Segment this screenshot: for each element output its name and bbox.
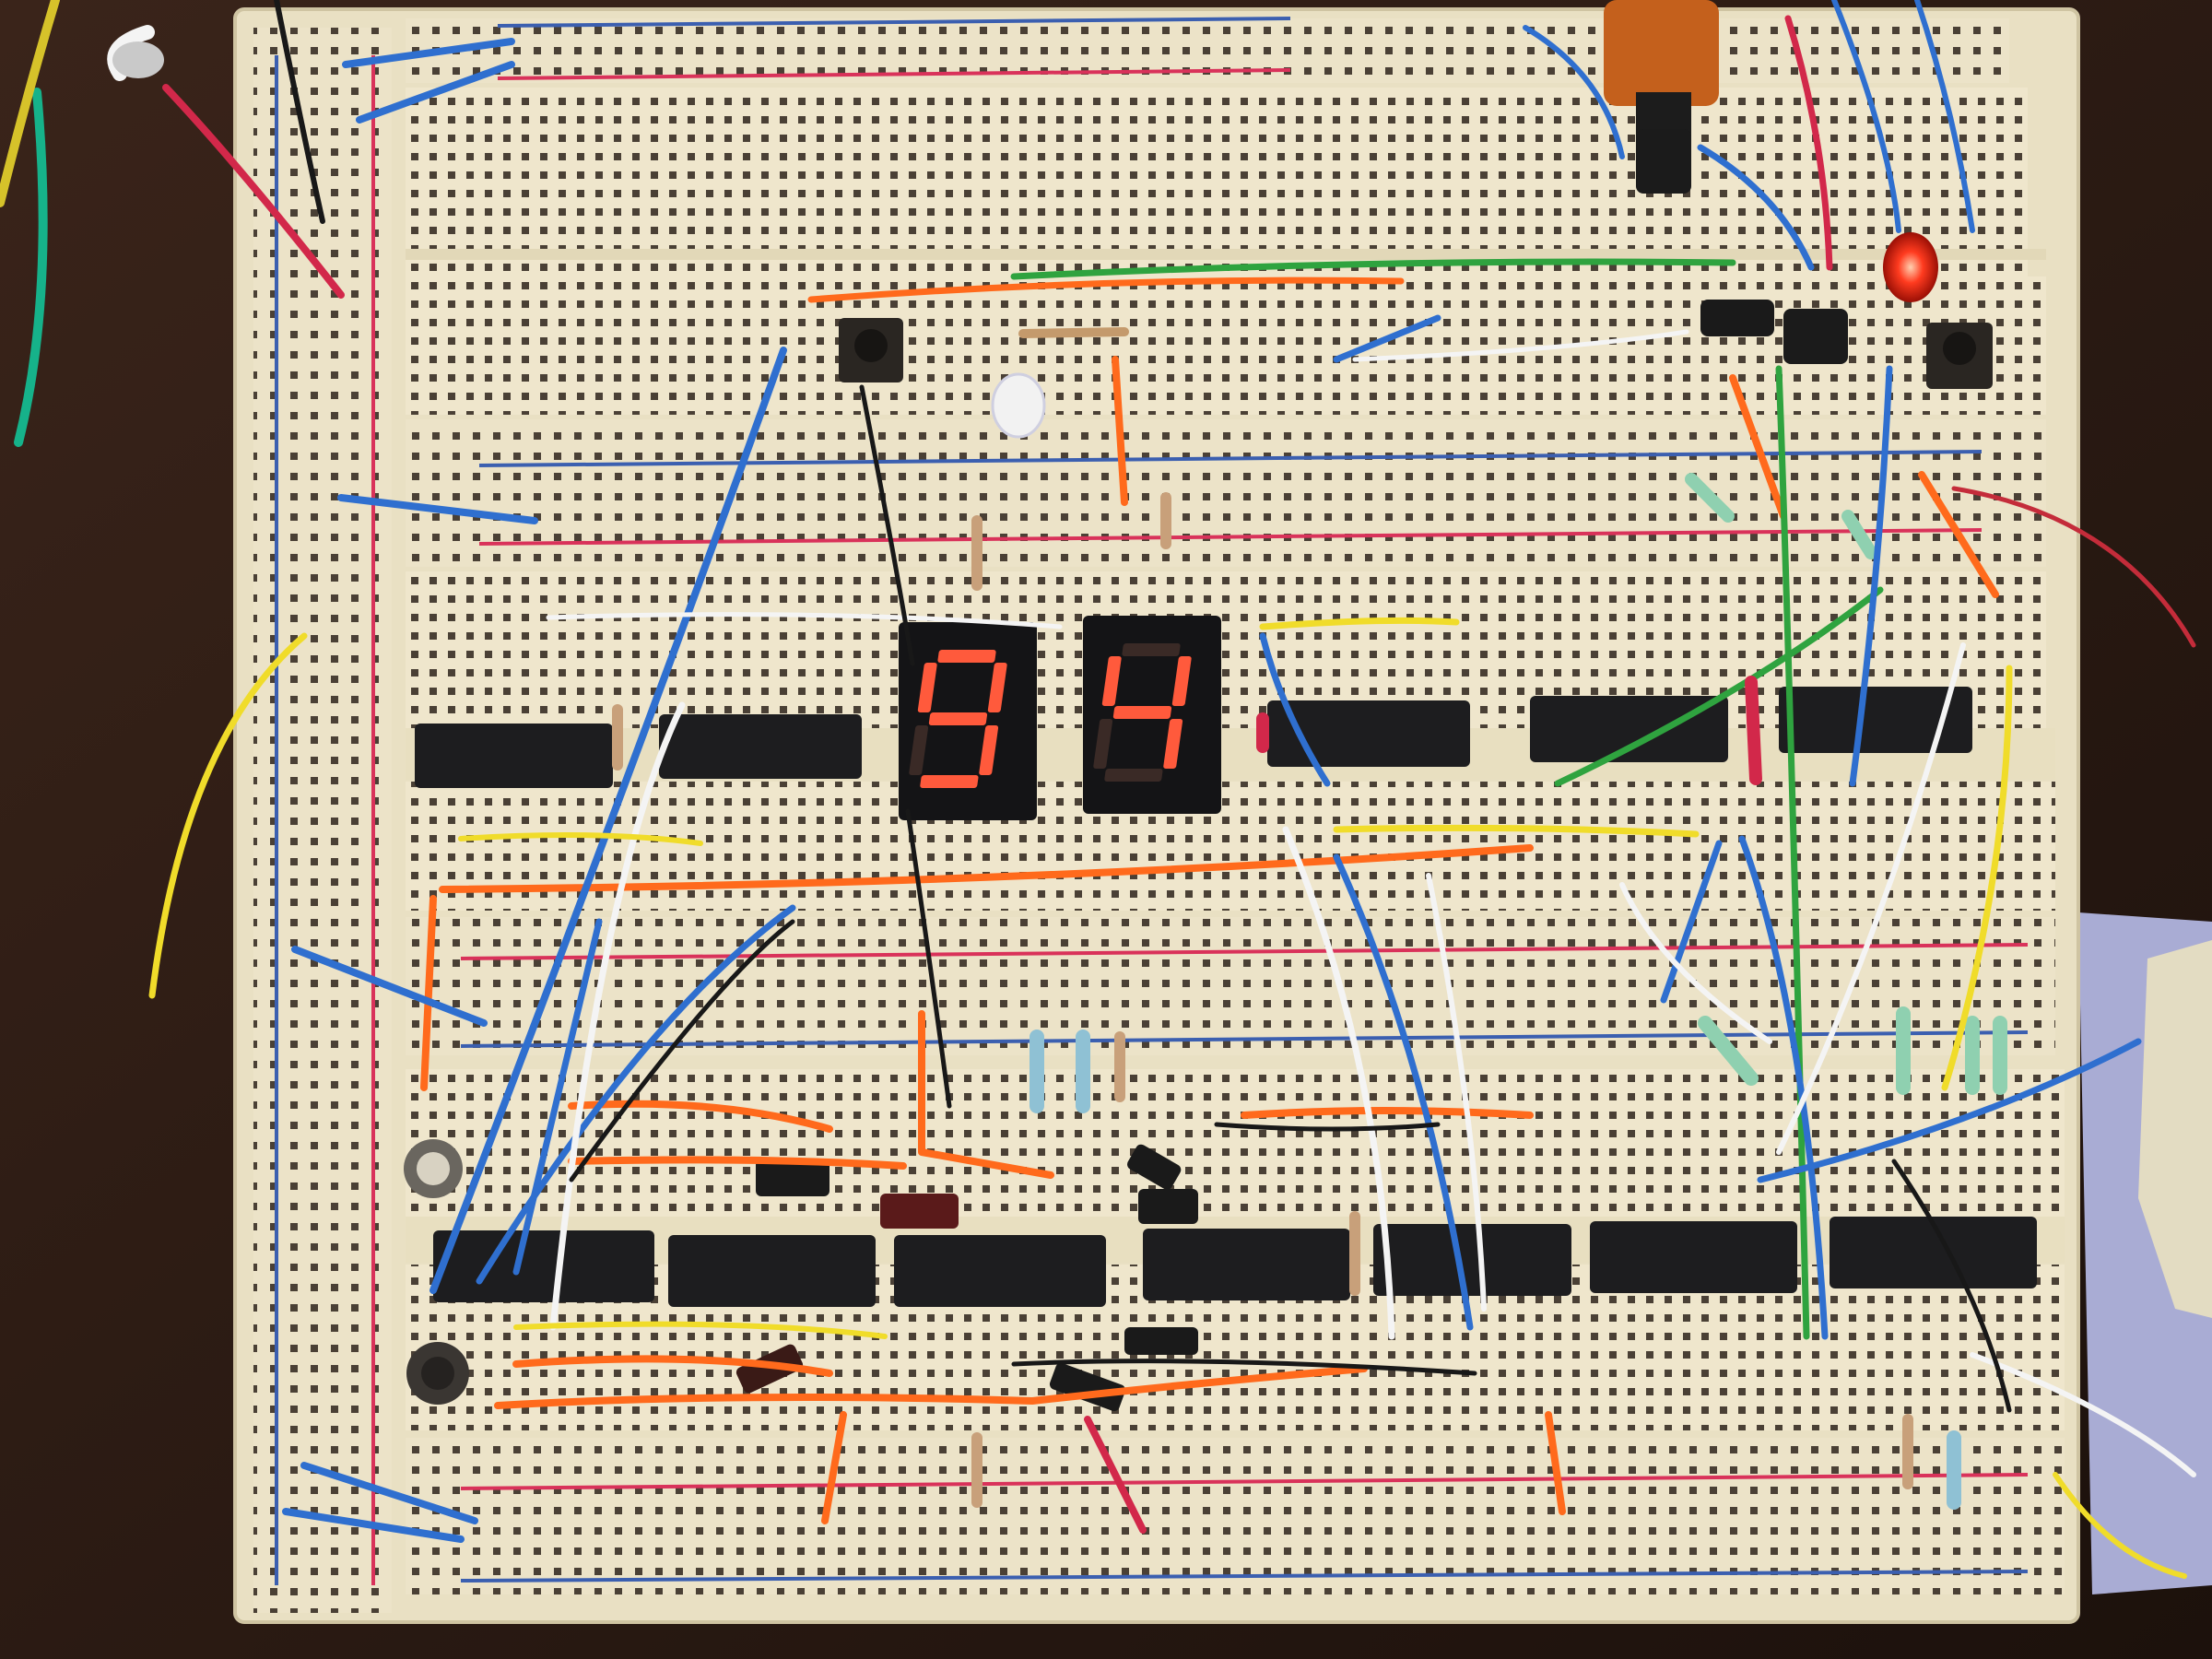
push-button-top-left (839, 318, 903, 382)
breadboard-rows (406, 17, 2065, 1594)
red-led (1883, 232, 1938, 302)
transistor-top (1636, 129, 1691, 194)
push-button-left-bottom (406, 1342, 469, 1405)
segment-g (1112, 706, 1172, 719)
clear-led (991, 372, 1046, 439)
jumper-wires (0, 0, 2196, 1579)
left-power-rail (253, 28, 392, 1613)
diodes (735, 300, 1774, 1412)
segment-a (1122, 643, 1181, 656)
segment-d (920, 775, 979, 788)
segment-b (1171, 656, 1192, 706)
segment-f (917, 663, 937, 712)
segment-e (1093, 719, 1113, 769)
seven-segment-display-left (899, 622, 1037, 820)
paper-scrap (2138, 940, 2212, 1318)
segment-c (979, 725, 999, 775)
segment-f (1101, 656, 1122, 706)
resistors (612, 327, 2007, 1510)
segment-c (1163, 719, 1183, 769)
probe-clip (112, 41, 164, 78)
segment-e (909, 725, 929, 775)
ic-chips-middle-row (415, 687, 1972, 788)
segment-b (987, 663, 1007, 712)
push-button-left-lower (404, 1139, 463, 1198)
seven-segment-display-right (1083, 616, 1221, 814)
transistor-right (1783, 309, 1848, 364)
segment-d (1104, 769, 1163, 782)
segment-g (928, 712, 988, 725)
push-button-top-right (1926, 323, 1993, 389)
segment-a (937, 650, 996, 663)
ic-chips-bottom-row (433, 1217, 2037, 1307)
